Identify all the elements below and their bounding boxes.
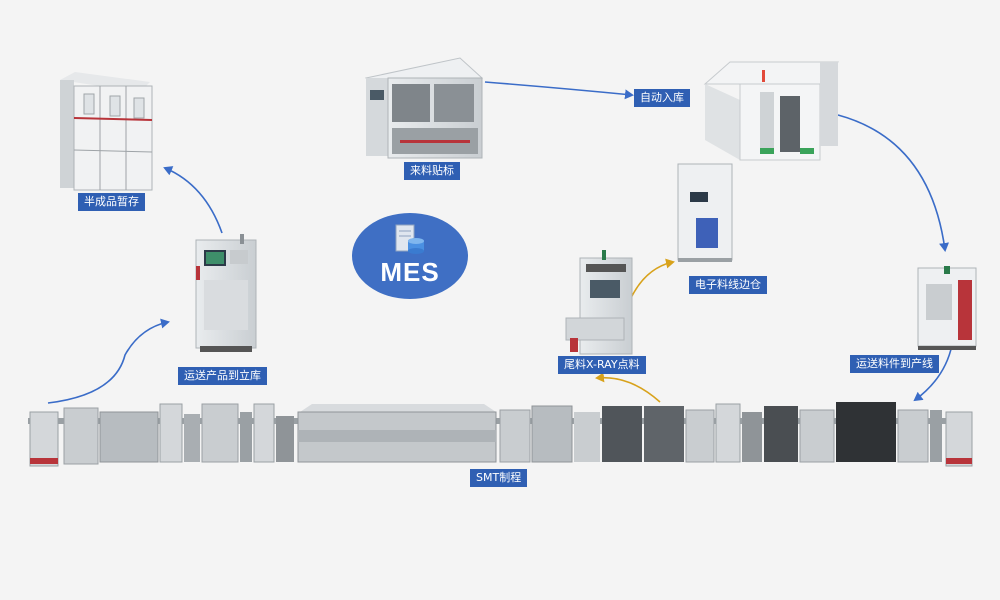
arrow-xray-to-side-storage: [629, 258, 675, 301]
side-storage-machine-image: [677, 163, 733, 262]
smt-production-line-image: [28, 402, 973, 467]
label-deliver-to-line: 运送料件到产线: [850, 355, 939, 373]
arrow-storage-to-line-feed: [837, 114, 950, 252]
semi-finished-rack-image: [60, 72, 153, 191]
label-semi-storage: 半成品暂存: [78, 193, 145, 211]
mes-system-bubble: MES: [352, 213, 468, 299]
auto-storage-machine-image: [703, 61, 840, 161]
arrow-smt-to-xray: [595, 372, 661, 403]
label-auto-storage: 自动入库: [634, 89, 690, 107]
labeling-machine-image: [364, 57, 484, 159]
arrow-line-to-product-transport: [47, 318, 170, 404]
line-feed-machine-image: [917, 266, 977, 350]
arrow-feed-to-smt: [913, 344, 953, 402]
label-electronic-side-storage: 电子料线边仓: [689, 276, 767, 294]
mes-title: MES: [380, 257, 440, 287]
label-smt-process: SMT制程: [470, 469, 528, 487]
xray-machine-image: [565, 250, 633, 355]
label-incoming-labeling: 来料贴标: [404, 162, 460, 180]
database-server-icon: [395, 224, 424, 254]
product-transport-machine-image: [195, 234, 257, 352]
label-product-to-warehouse: 运送产品到立库: [178, 367, 267, 385]
label-xray-counting: 尾料X-RAY点料: [558, 356, 646, 374]
arrow-transport-to-semi-storage: [163, 166, 223, 234]
arrow-incoming-to-storage: [484, 81, 634, 100]
